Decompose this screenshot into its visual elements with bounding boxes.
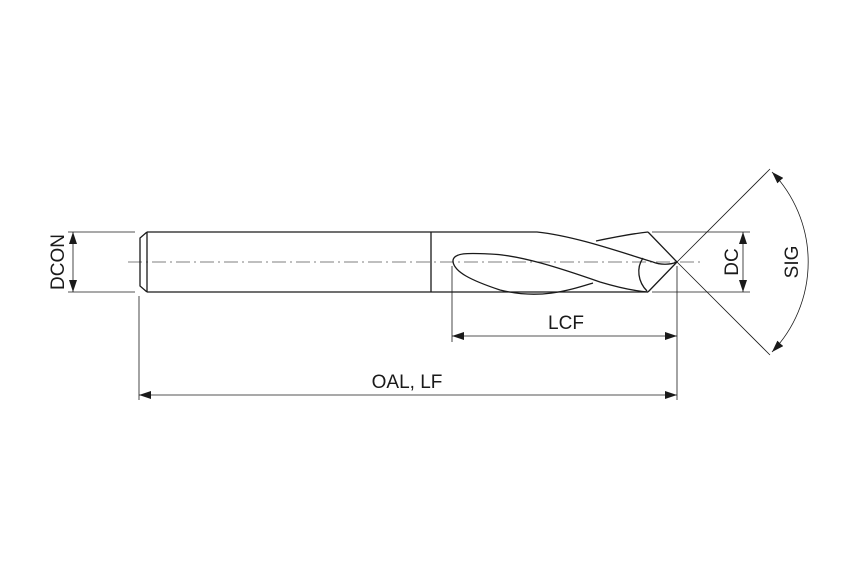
dc-dimension: DC <box>652 231 750 293</box>
lcf-dimension: LCF <box>451 266 678 400</box>
sig-label: SIG <box>782 246 803 279</box>
sig-dimension: SIG <box>676 168 809 356</box>
drill-outline <box>139 231 678 295</box>
dc-label: DC <box>722 248 743 275</box>
oal-dimension: OAL, LF <box>138 296 677 400</box>
oal-label: OAL, LF <box>372 372 443 393</box>
dcon-dimension: DCON <box>48 231 135 293</box>
dcon-label: DCON <box>48 234 69 290</box>
lcf-label: LCF <box>548 313 584 334</box>
